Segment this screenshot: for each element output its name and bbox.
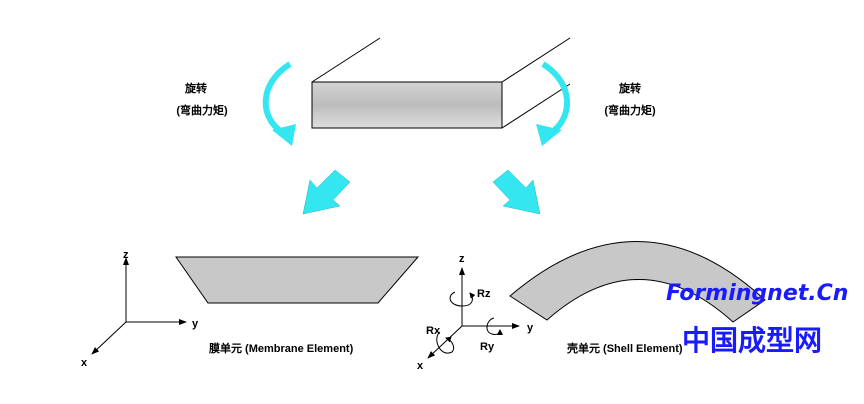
right-moment-label: (弯曲力矩) <box>604 103 656 117</box>
shell-axis-x-label: x <box>417 360 424 372</box>
shell-axes <box>427 267 520 359</box>
watermark-chinese: 中国成型网 <box>682 324 822 357</box>
left-rotation-arrow-icon <box>262 61 296 146</box>
watermark-domain: Formingnet.Cn <box>666 281 848 306</box>
beam <box>311 37 571 129</box>
left-down-arrow-icon <box>302 169 351 215</box>
shell-shape <box>509 241 766 323</box>
rz-rotation-icon <box>449 291 476 307</box>
shell-rz-label: Rz <box>477 288 491 300</box>
membrane-axis-x-label: x <box>81 357 88 369</box>
right-down-arrow-icon <box>492 169 541 215</box>
membrane-axis-y-label: y <box>192 318 199 330</box>
right-rotation-label: 旋转 <box>618 81 641 95</box>
shell-axis-y-label: y <box>527 322 534 334</box>
ry-rotation-icon <box>486 317 503 336</box>
right-rotation-arrow-icon <box>536 61 570 146</box>
membrane-caption: 膜单元 (Membrane Element) <box>209 341 354 355</box>
rx-rotation-icon <box>436 331 455 354</box>
shell-axis-z-label: z <box>459 253 465 265</box>
shell-caption: 壳单元 (Shell Element) <box>566 341 683 355</box>
membrane-shape <box>175 256 420 304</box>
shell-ry-label: Ry <box>480 341 495 353</box>
left-moment-label: (弯曲力矩) <box>176 103 228 117</box>
membrane-axis-z-label: z <box>123 249 129 261</box>
shell-rx-label: Rx <box>426 325 441 337</box>
membrane-axes <box>91 257 187 355</box>
left-rotation-label: 旋转 <box>184 81 207 95</box>
